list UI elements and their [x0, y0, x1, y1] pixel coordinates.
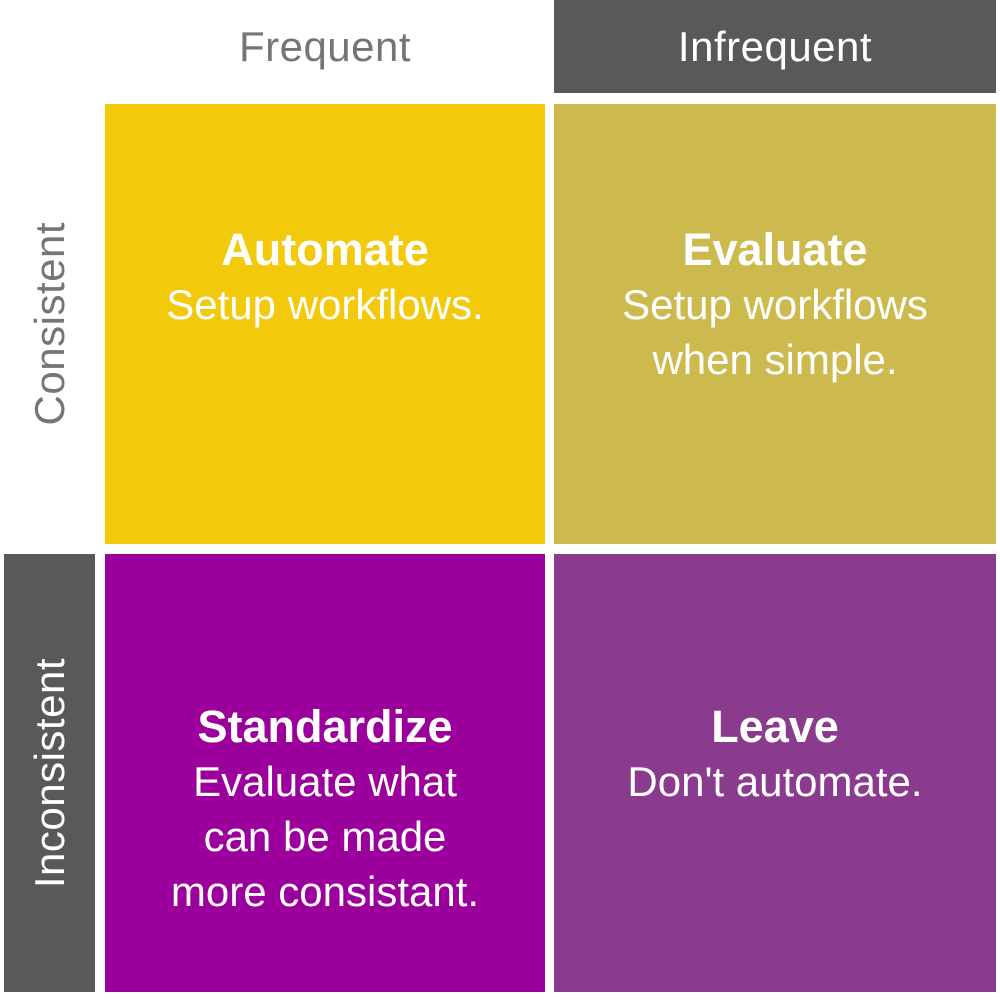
quadrant-evaluate-title: Evaluate — [682, 224, 868, 275]
quadrant-automate: Automate Setup workflows. — [105, 104, 545, 544]
row-label-inconsistent: Inconsistent — [4, 554, 95, 992]
quadrant-automate-title: Automate — [221, 224, 429, 275]
quadrant-evaluate-description: Setup workflows when simple. — [622, 281, 928, 383]
row-label-consistent-text: Consistent — [26, 222, 73, 426]
quadrant-automate-description: Setup workflows. — [166, 281, 484, 328]
quadrant-standardize-title: Standardize — [197, 701, 453, 752]
row-label-inconsistent-text: Inconsistent — [25, 657, 73, 889]
column-header-frequent: Frequent — [238, 22, 412, 70]
quadrant-leave: Leave Don't automate. — [554, 554, 996, 992]
quadrant-leave-description: Don't automate. — [627, 758, 923, 805]
row-label-consistent: Consistent — [0, 104, 100, 544]
quadrant-evaluate: Evaluate Setup workflows when simple. — [554, 104, 996, 544]
quadrant-standardize-description: Evaluate what can be made more consistan… — [170, 758, 480, 915]
quadrant-leave-title: Leave — [711, 701, 839, 752]
column-header-infrequent: Infrequent — [554, 0, 996, 93]
quadrant-standardize: Standardize Evaluate what can be made mo… — [105, 554, 545, 992]
